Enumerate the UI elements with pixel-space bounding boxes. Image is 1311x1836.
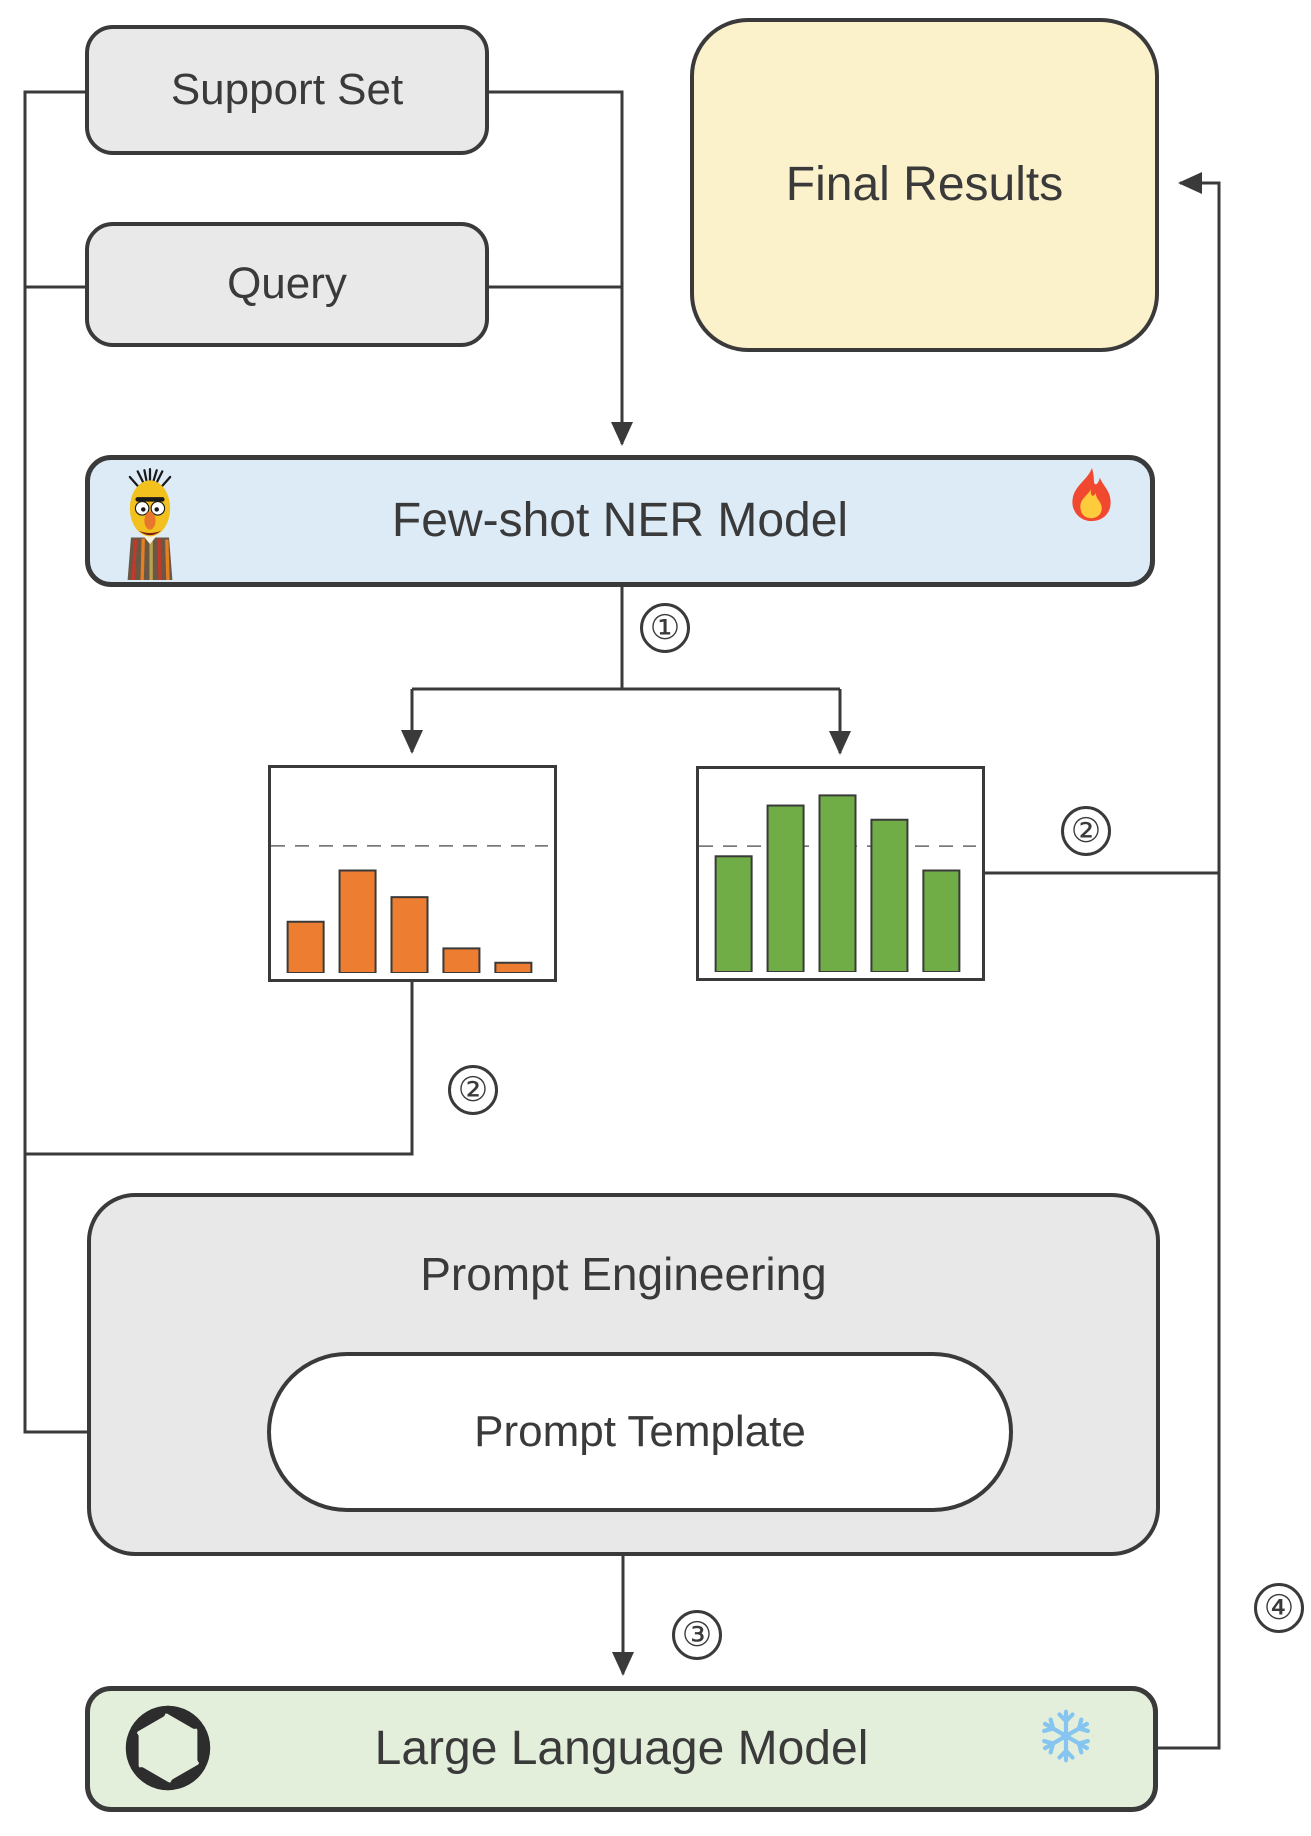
bert-muppet-icon: [127, 468, 173, 580]
support-set-label: Support Set: [170, 64, 404, 114]
query-label: Query: [227, 259, 347, 309]
step-3-badge: ③: [672, 1610, 722, 1660]
step-2-badge-left: ②: [448, 1065, 498, 1115]
step-4-badge: ④: [1254, 1583, 1304, 1633]
support-set-node: Support Set: [85, 25, 489, 155]
high-confidence-bar-chart: [696, 766, 985, 981]
fire-icon: [1072, 467, 1111, 522]
final-results-node: Final Results: [690, 18, 1159, 352]
prompt-engineering-label: Prompt Engineering: [420, 1248, 827, 1300]
large-language-model-node: Large Language Model: [85, 1686, 1158, 1812]
snowflake-icon: [1042, 1709, 1090, 1763]
prompt-template-node: Prompt Template: [267, 1352, 1013, 1512]
large-language-model-label: Large Language Model: [374, 1721, 869, 1775]
query-node: Query: [85, 222, 489, 347]
prompt-template-label: Prompt Template: [474, 1406, 806, 1456]
openai-logo-icon: [125, 1705, 211, 1791]
step-2-badge-right: ②: [1061, 806, 1111, 856]
few-shot-ner-model-label: Few-shot NER Model: [391, 493, 849, 547]
few-shot-ner-model-node: Few-shot NER Model: [85, 455, 1155, 587]
final-results-label: Final Results: [785, 157, 1064, 211]
step-1-badge: ①: [640, 603, 690, 653]
low-confidence-bar-chart: [268, 765, 557, 982]
